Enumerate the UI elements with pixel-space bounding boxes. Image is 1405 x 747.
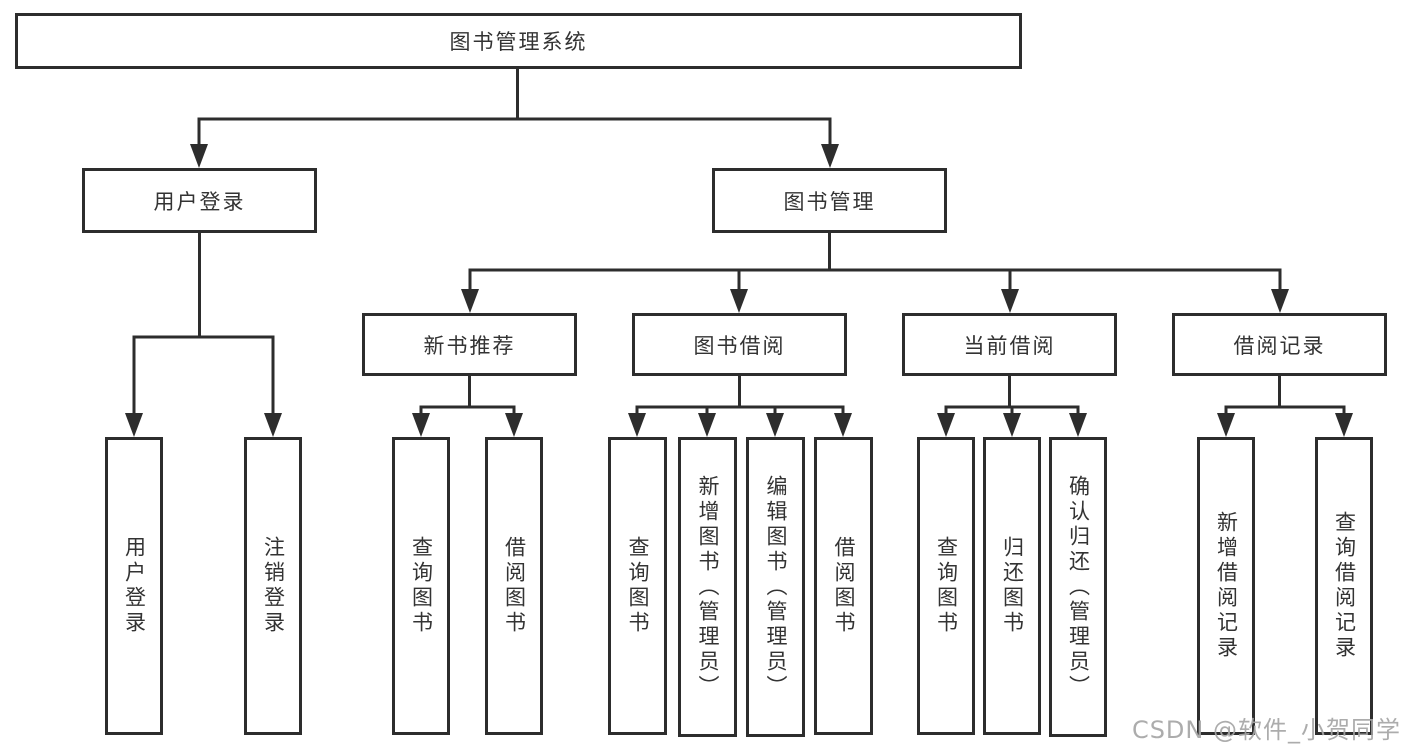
arrowhead-icon	[1069, 413, 1087, 437]
node-book-borrow: 图书借阅	[632, 313, 847, 376]
node-query-book-1: 查询图书	[392, 437, 450, 735]
node-label: 用户登录	[153, 189, 246, 214]
node-current-borrow: 当前借阅	[902, 313, 1117, 376]
node-borrow-book-2: 借阅图书	[814, 437, 873, 735]
node-add-borrow-record: 新增借阅记录	[1197, 437, 1255, 735]
node-label: 确认归还（管理员）	[1066, 474, 1091, 700]
arrowhead-icon	[1271, 289, 1289, 313]
node-user-login-module: 用户登录	[82, 168, 317, 233]
node-label: 新增图书（管理员）	[696, 474, 720, 700]
arrowhead-icon	[1217, 413, 1235, 437]
node-book-management-module: 图书管理	[712, 168, 947, 233]
node-query-book-3: 查询图书	[917, 437, 975, 735]
arrowhead-icon	[730, 289, 748, 313]
arrowhead-icon	[1001, 289, 1019, 313]
node-borrow-record: 借阅记录	[1172, 313, 1387, 376]
node-label: 新增借阅记录	[1214, 511, 1239, 661]
arrowhead-icon	[834, 413, 852, 437]
arrowhead-icon	[1003, 413, 1021, 437]
node-logout: 注销登录	[244, 437, 302, 735]
node-label: 借阅图书	[832, 536, 856, 636]
arrowhead-icon	[937, 413, 955, 437]
arrowhead-icon	[190, 144, 208, 168]
node-new-book-recommend: 新书推荐	[362, 313, 577, 376]
arrowhead-icon	[766, 413, 784, 437]
node-label: 借阅图书	[502, 536, 527, 636]
arrowhead-icon	[628, 413, 646, 437]
node-label: 新书推荐	[423, 333, 516, 358]
node-label: 图书借阅	[693, 333, 786, 358]
node-library-management-system: 图书管理系统	[15, 13, 1022, 69]
node-label: 查询图书	[934, 536, 959, 636]
node-label: 用户登录	[122, 536, 147, 636]
node-label: 注销登录	[261, 536, 286, 636]
node-label: 查询借阅记录	[1332, 511, 1357, 661]
node-label: 归还图书	[1000, 536, 1025, 636]
node-label: 查询图书	[409, 536, 434, 636]
arrowhead-icon	[505, 413, 523, 437]
node-return-book: 归还图书	[983, 437, 1041, 735]
arrowhead-icon	[125, 413, 143, 437]
node-label: 编辑图书（管理员）	[764, 474, 788, 700]
node-query-book-2: 查询图书	[608, 437, 667, 735]
arrowhead-icon	[461, 289, 479, 313]
node-query-borrow-record: 查询借阅记录	[1315, 437, 1373, 735]
node-user-login-leaf: 用户登录	[105, 437, 163, 735]
node-label: 图书管理系统	[449, 30, 588, 54]
node-label: 图书管理	[783, 189, 876, 214]
arrowhead-icon	[264, 413, 282, 437]
node-label: 当前借阅	[963, 333, 1056, 358]
node-confirm-return-admin: 确认归还（管理员）	[1049, 437, 1107, 737]
watermark: CSDN @软件_小贺同学	[1131, 716, 1401, 744]
node-borrow-book-1: 借阅图书	[485, 437, 543, 735]
node-add-book-admin: 新增图书（管理员）	[678, 437, 737, 737]
arrowhead-icon	[1335, 413, 1353, 437]
arrowhead-icon	[821, 144, 839, 168]
node-label: 查询图书	[626, 536, 650, 636]
arrowhead-icon	[412, 413, 430, 437]
node-edit-book-admin: 编辑图书（管理员）	[746, 437, 805, 737]
arrowhead-icon	[698, 413, 716, 437]
node-label: 借阅记录	[1233, 333, 1326, 358]
